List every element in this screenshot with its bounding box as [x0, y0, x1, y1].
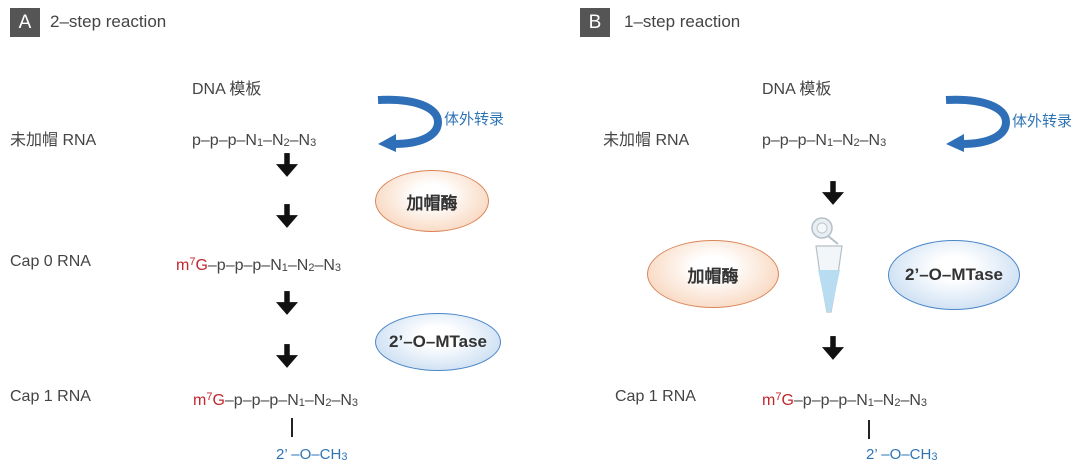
mtase-ellipse: 2’–O–MTase: [888, 240, 1020, 310]
methyl-group-label: 2’ –O–CH3: [276, 446, 348, 463]
cap1-rna-sequence: m7G–p–p–p–N1–N2–N3: [762, 391, 928, 409]
uncapped-rna-sequence: p–p–p–N1–N2–N3: [192, 132, 317, 149]
capping-enzyme-ellipse: 加帽酶: [647, 240, 779, 308]
down-arrow-icon: [276, 343, 298, 369]
reaction-tube-icon: [811, 217, 843, 313]
mtase-ellipse: 2’–O–MTase: [375, 313, 501, 371]
cap1-rna-sequence: m7G–p–p–p–N1–N2–N3: [193, 391, 359, 409]
cap0-rna-label: Cap 0 RNA: [10, 253, 91, 270]
curved-arrow-icon: [944, 94, 1010, 152]
cap1-rna-label: Cap 1 RNA: [615, 388, 696, 405]
panel-a-title: 2–step reaction: [50, 12, 167, 31]
uncapped-rna-sequence: p–p–p–N1–N2–N3: [762, 132, 887, 149]
uncapped-rna-label: 未加帽 RNA: [603, 132, 690, 149]
panel-a-badge: A: [10, 8, 40, 37]
bond-line: [291, 418, 293, 437]
down-arrow-icon: [822, 335, 844, 361]
down-arrow-icon: [276, 203, 298, 229]
methyl-group-label: 2’ –O–CH3: [866, 446, 938, 463]
cap0-rna-sequence: m7G–p–p–p–N1–N2–N3: [176, 256, 342, 274]
cap1-rna-label: Cap 1 RNA: [10, 388, 91, 405]
down-arrow-icon: [822, 180, 844, 206]
uncapped-rna-label: 未加帽 RNA: [10, 132, 97, 149]
panel-b-badge: B: [580, 8, 610, 37]
curved-arrow-icon: [376, 94, 442, 152]
down-arrow-icon: [276, 290, 298, 316]
ivt-label: 体外转录: [444, 111, 505, 128]
down-arrow-icon: [276, 152, 298, 178]
ivt-label: 体外转录: [1012, 113, 1073, 130]
dna-template-label: DNA 模板: [192, 81, 262, 98]
capping-enzyme-ellipse: 加帽酶: [375, 170, 489, 232]
panel-b-title: 1–step reaction: [624, 12, 741, 31]
bond-line: [868, 420, 870, 439]
dna-template-label: DNA 模板: [762, 81, 832, 98]
